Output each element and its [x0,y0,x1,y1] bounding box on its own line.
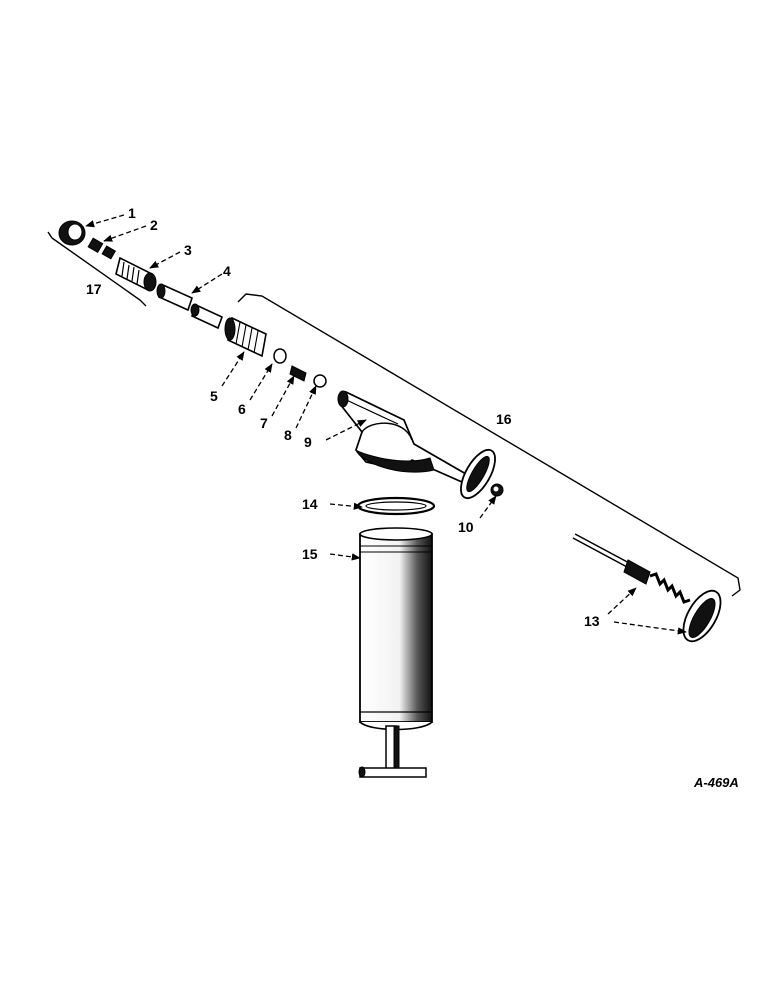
leader-lines [85,214,687,635]
part-8-ball [313,374,327,388]
part-1-coupler [58,220,86,246]
callout-1: 1 [128,205,136,221]
part-6-washer [273,348,287,364]
group-16-bracket [237,293,741,597]
callout-3: 3 [184,242,192,258]
part-7-spring [289,365,307,382]
part-13-plunger [572,533,722,643]
callout-7: 7 [260,415,268,431]
callout-16: 16 [496,411,512,427]
callout-5: 5 [210,388,218,404]
part-10-nut [490,483,504,497]
part-14-gasket [356,496,436,516]
callout-6: 6 [238,401,246,417]
callout-4: 4 [223,263,231,279]
callout-17: 17 [86,281,102,297]
part-5-nut [224,316,267,358]
callout-2: 2 [150,217,158,233]
part-4-tube [156,283,224,330]
group-17-bracket [47,231,147,307]
callout-8: 8 [284,427,292,443]
callout-9: 9 [304,434,312,450]
part-9-head [337,390,496,500]
callout-14: 14 [302,496,318,512]
part-3-threaded-body [115,256,157,292]
part-15-barrel [358,527,433,778]
figure-code: A-469A [693,775,739,790]
callout-15: 15 [302,546,318,562]
callout-13: 13 [584,613,600,629]
callout-10: 10 [458,519,474,535]
part-2-jaws [87,237,117,260]
